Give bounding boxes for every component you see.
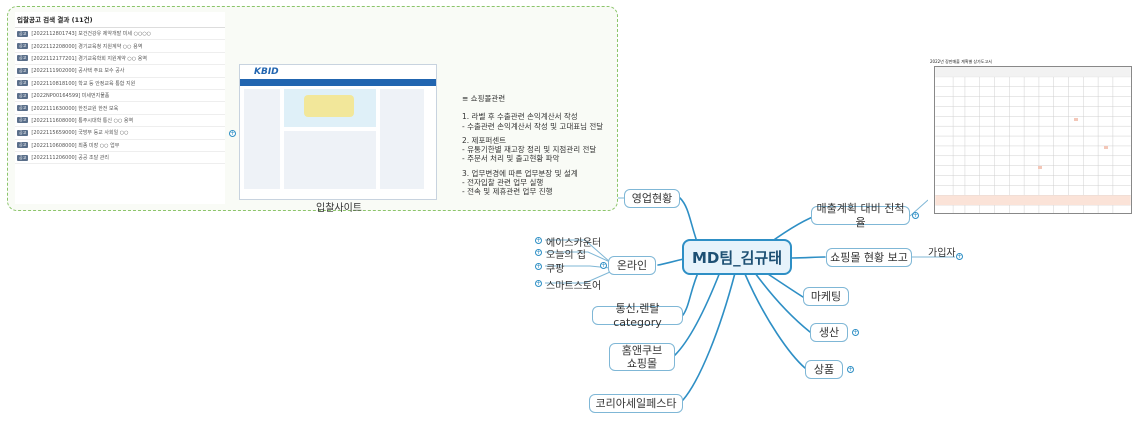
note-line: - 전속 및 제휴관련 업무 진행: [462, 187, 553, 197]
status-badge: 공고: [17, 67, 29, 74]
table-row[interactable]: 공고[2022110818100] 학교 등 안정교육 통합 지원: [15, 78, 225, 90]
bid-announcement-list: 입찰공고 검색 결과 (11건) 공고[2022112801743] 보건건강유…: [15, 12, 225, 204]
node-sales-plan-progress[interactable]: 매출계획 대비 진척율: [811, 202, 910, 229]
kbid-right-panel: [380, 89, 424, 189]
sheet-title: 2022년 장판매출 계획별 상가도고서: [930, 59, 992, 64]
status-badge: 공고: [17, 30, 29, 37]
link-korea-sale: [682, 272, 736, 401]
node-mall-report[interactable]: 쇼핑몰 현황 보고: [826, 248, 912, 267]
kbid-banner: [284, 89, 376, 127]
table-row[interactable]: 공고[2022111206000] 공공 조달 관리: [15, 152, 225, 165]
link-online-ace: [545, 239, 611, 263]
status-badge: 공고: [17, 92, 29, 99]
node-korea-sale-festa[interactable]: 코리아세일페스타: [589, 394, 683, 413]
subscriber-toggle-icon[interactable]: [956, 253, 963, 260]
note-line: - 수출관련 손익계산서 작성 및 고대표님 전달: [462, 121, 604, 131]
kbid-site-thumbnail: KBID: [239, 64, 437, 200]
node-home-shopping[interactable]: 홈앤쿠브 쇼핑몰: [609, 343, 675, 371]
table-row[interactable]: 공고[2022112177201] 경기교육학회 지원계약 ○○ 용역: [15, 53, 225, 66]
mall-notes: ≡ 쇼핑몰관련 1. 라벨 후 수출관련 손익계산서 작성 - 수출관련 손익계…: [462, 94, 603, 197]
kbid-nav-bar: [240, 79, 436, 86]
link-online-smartstore: [545, 271, 611, 284]
sales-plan-spreadsheet: 2022년 장판매출 계획별 상가도고서: [928, 58, 1138, 216]
note-line: - 전자입찰 관련 업무 실행: [462, 178, 544, 188]
node-sales-status[interactable]: 영업현황: [624, 189, 680, 208]
table-row[interactable]: 공고[2022NP00164599] 미세먼지물품: [15, 90, 225, 103]
product-toggle-icon[interactable]: [847, 366, 854, 373]
ace-counter-toggle-icon[interactable]: [535, 237, 542, 244]
online-child-today-house[interactable]: 오늘의 집: [546, 250, 586, 261]
sales-plan-toggle-icon[interactable]: [912, 212, 919, 219]
link-category: [682, 267, 701, 316]
coupang-toggle-icon[interactable]: [535, 263, 542, 270]
link-online-ohouse: [545, 251, 611, 263]
online-toggle-icon[interactable]: [600, 262, 607, 269]
bid-list-title: 입찰공고 검색 결과 (11건): [15, 12, 225, 28]
node-production[interactable]: 생산: [810, 323, 848, 342]
note-line: 1. 라벨 후 수출관련 손익계산서 작성: [462, 112, 578, 122]
link-mall-report: [791, 256, 826, 259]
status-badge: 공고: [17, 80, 29, 87]
node-product[interactable]: 상품: [805, 360, 843, 379]
smartstore-toggle-icon[interactable]: [535, 280, 542, 287]
link-home-shopping: [674, 271, 721, 356]
node-online[interactable]: 온라인: [608, 256, 656, 275]
mall-report-child-subscriber[interactable]: 가입자: [928, 248, 956, 259]
link-product: [744, 273, 806, 369]
home-shopping-line1: 홈앤쿠브: [621, 343, 663, 357]
root-node[interactable]: MD팀_김규태: [682, 239, 792, 275]
online-child-smartstore[interactable]: 스마트스토어: [546, 281, 602, 292]
status-badge: 공고: [17, 142, 29, 149]
status-badge: 공고: [17, 117, 29, 124]
note-line: 3. 업무변경에 따른 업무분장 및 설계: [462, 168, 578, 178]
bid-panel-toggle-icon[interactable]: [229, 130, 236, 137]
table-row[interactable]: 공고[2022111608000] 통주시대학 통신 ○○ 용역: [15, 115, 225, 128]
home-shopping-line2: 쇼핑몰: [626, 357, 658, 370]
node-marketing[interactable]: 마케팅: [803, 287, 849, 306]
link-production: [754, 272, 811, 333]
node-category[interactable]: 통신,렌탈 category: [592, 302, 683, 329]
production-toggle-icon[interactable]: [852, 329, 859, 336]
status-badge: 공고: [17, 55, 29, 62]
status-badge: 공고: [17, 105, 29, 112]
table-row[interactable]: 공고[2022111630000] 한진교원 한전 보육: [15, 102, 225, 115]
kbid-side-panel: [244, 89, 280, 189]
status-badge: 공고: [17, 154, 29, 161]
table-row[interactable]: 공고[2022111902000] 공사택 주요 보수 공사: [15, 65, 225, 78]
online-child-ace-counter[interactable]: 에이스카운터: [546, 238, 602, 249]
table-row[interactable]: 공고[2022112208000] 경기교육청 지원계약 ○○ 용역: [15, 40, 225, 53]
today-house-toggle-icon[interactable]: [535, 249, 542, 256]
note-line: - 유통기한별 재고장 정리 및 지점관리 전달: [462, 145, 597, 155]
status-badge: 공고: [17, 43, 29, 50]
kbid-logo: KBID: [254, 67, 279, 77]
online-child-coupang[interactable]: 쿠팡: [546, 264, 565, 275]
mall-notes-heading: ≡ 쇼핑몰관련: [462, 94, 506, 103]
kbid-content-block: [284, 131, 376, 189]
note-line: - 주문서 처리 및 출고현황 파악: [462, 154, 560, 164]
table-row[interactable]: 공고[2022115659000] 국방부 등교 사회일 ○○: [15, 127, 225, 140]
status-badge: 공고: [17, 129, 29, 136]
note-line: 2. 제포퍼센트: [462, 135, 507, 145]
table-row[interactable]: 공고[2022110608000] 최종 미장 ○○ 업무: [15, 140, 225, 152]
table-row[interactable]: 공고[2022112801743] 보건건강유 제약개발 미세 ○○○○: [15, 28, 225, 41]
bid-panel-caption: 입찰사이트: [316, 203, 362, 214]
sheet-grid: [934, 66, 1132, 214]
